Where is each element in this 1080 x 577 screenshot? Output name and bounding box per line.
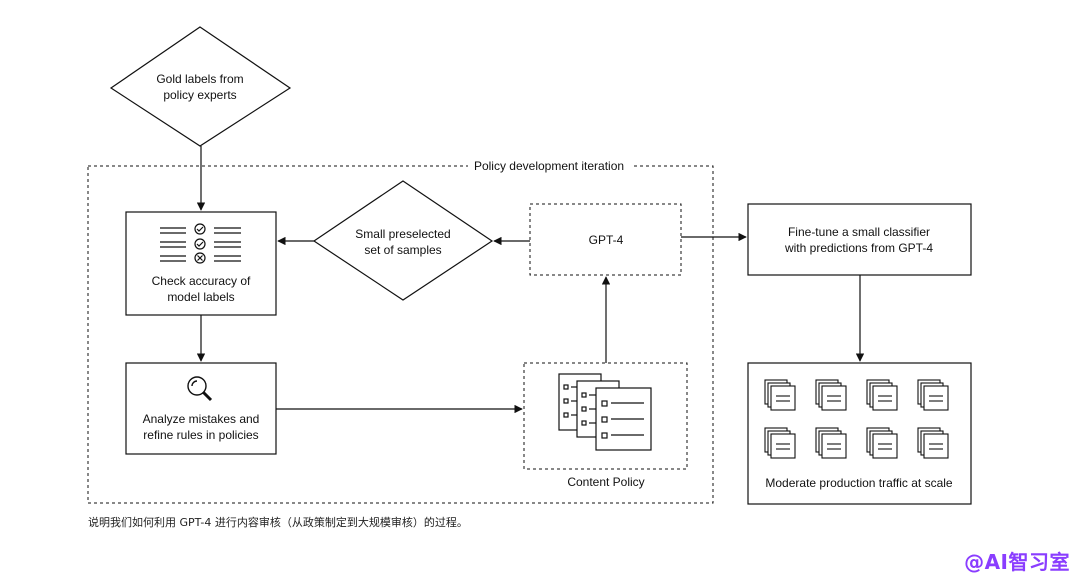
checklist-icon — [160, 223, 241, 264]
frame-title: Policy development iteration — [474, 159, 624, 173]
analyze-line-1: Analyze mistakes and — [143, 412, 260, 426]
check-accuracy-node: Check accuracy of model labels — [125, 211, 277, 316]
moderate-label: Moderate production traffic at scale — [765, 476, 953, 490]
document-grid-icon — [764, 379, 949, 459]
analyze-line-2: refine rules in policies — [143, 428, 258, 442]
check-accuracy-line-1: Check accuracy of — [152, 274, 251, 288]
check-accuracy-line-2: model labels — [167, 290, 234, 304]
traffic-doc-icon — [917, 379, 949, 411]
frame-title-bg — [468, 158, 632, 174]
traffic-doc-icon — [764, 427, 796, 459]
content-policy-node: Content Policy — [523, 362, 688, 489]
magnifier-icon — [187, 376, 213, 402]
document-stack-icon — [558, 373, 652, 451]
traffic-doc-icon — [764, 379, 796, 411]
traffic-doc-icon — [917, 427, 949, 459]
watermark-logo: @AI智习室 — [964, 550, 1070, 574]
gold-labels-line-2: policy experts — [163, 88, 236, 102]
moderate-node: Moderate production traffic at scale — [747, 362, 972, 505]
content-policy-label: Content Policy — [567, 475, 644, 489]
figure-caption: 说明我们如何利用 GPT-4 进行内容审核（从政策制定到大规模审核）的过程。 — [88, 516, 468, 529]
analyze-node: Analyze mistakes and refine rules in pol… — [125, 362, 277, 455]
iteration-frame — [87, 165, 714, 504]
gold-labels-node: Gold labels from policy experts — [109, 26, 292, 147]
finetune-line-1: Fine-tune a small classifier — [788, 225, 930, 239]
traffic-doc-icon — [815, 379, 847, 411]
traffic-doc-icon — [866, 427, 898, 459]
samples-line-2: set of samples — [364, 243, 441, 257]
finetune-node: Fine-tune a small classifier with predic… — [747, 203, 972, 276]
gold-labels-line-1: Gold labels from — [156, 72, 243, 86]
samples-line-1: Small preselected — [355, 227, 450, 241]
traffic-doc-icon — [815, 427, 847, 459]
gpt4-node: GPT-4 — [529, 203, 682, 276]
finetune-line-2: with predictions from GPT-4 — [784, 241, 933, 255]
gpt4-label: GPT-4 — [589, 233, 624, 247]
samples-node: Small preselected set of samples — [312, 180, 494, 301]
traffic-doc-icon — [866, 379, 898, 411]
